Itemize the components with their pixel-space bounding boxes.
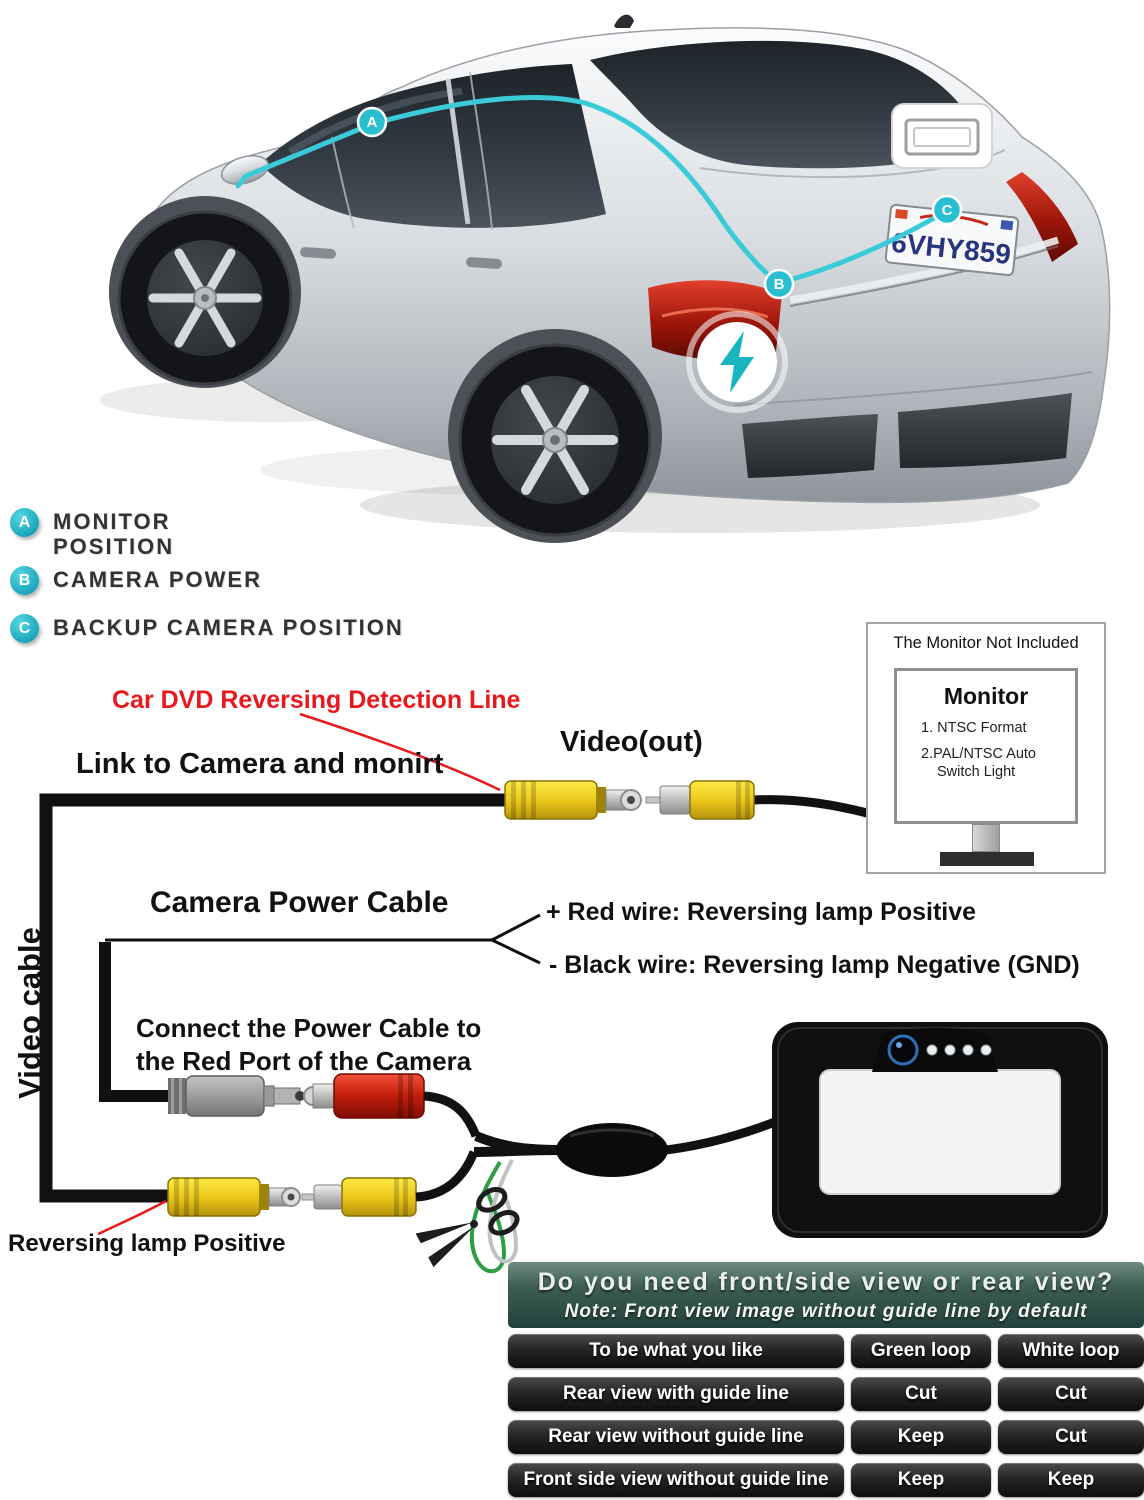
marker-b: B [763, 268, 795, 300]
monitor-screen: Monitor 1. NTSC Format 2.PAL/NTSC Auto S… [894, 668, 1078, 824]
bottom-male-rca-connector [301, 1177, 417, 1217]
camera-led-lights [926, 1044, 992, 1056]
plate-frame-icon [904, 118, 980, 156]
link-to-camera-label: Link to Camera and monirt [76, 748, 444, 780]
chrome-trim [789, 236, 1060, 304]
car-photo: 6VHY859 [100, 14, 1111, 543]
license-plate-frame-camera [772, 1022, 1108, 1238]
table-cell: Rear view with guide line [508, 1377, 844, 1411]
bumper-insert-right [898, 393, 1072, 468]
cyan-routing-cable [235, 95, 946, 286]
lightning-bolt-icon [720, 331, 754, 393]
white-loop-wire [487, 1159, 519, 1264]
legend-c-label: BACKUP CAMERA POSITION [53, 615, 404, 640]
green-loop-wire [469, 1160, 507, 1274]
table-cell: Keep [998, 1463, 1144, 1497]
legend-item-monitor-position: A MONITOR POSITION [10, 508, 174, 559]
door-handle-rear [466, 257, 502, 269]
tail-light-right [1006, 172, 1078, 262]
legend-c-badge: C [10, 614, 39, 643]
table-cell: Cut [998, 1377, 1144, 1411]
table-cell: Keep [851, 1463, 991, 1497]
monitor-stand-neck [972, 824, 1000, 852]
side-windows [260, 64, 606, 228]
monitor-spec-2b: Switch Light [937, 764, 1016, 780]
scissors-icon [415, 1187, 520, 1268]
detection-line-label: Car DVD Reversing Detection Line [112, 686, 521, 714]
monitor-spec-1: 1. NTSC Format [921, 720, 1027, 736]
marker-b-letter: B [774, 276, 785, 293]
connect-power-cable-label: Connect the Power Cable to the Red Port … [136, 1012, 481, 1078]
marker-a-letter: A [367, 114, 378, 131]
bottom-female-rca-connector [167, 1177, 301, 1217]
monitor-not-included-note: The Monitor Not Included [893, 634, 1079, 652]
reversing-lamp-label: Reversing lamp Positive [8, 1230, 286, 1257]
video-out-female-rca-connector [504, 780, 642, 820]
legend-item-camera-power: B CAMERA POWER [10, 566, 262, 595]
rear-window-roof-glass [590, 40, 978, 169]
marker-a: A [356, 106, 388, 138]
table-cell: Keep [851, 1420, 991, 1454]
legend-a-badge: A [10, 508, 39, 537]
video-out-male-rca-connector [645, 780, 755, 820]
red-power-connector [303, 1073, 425, 1119]
lightning-badge [686, 311, 788, 413]
side-mirror [220, 155, 270, 185]
legend-b-label: CAMERA POWER [53, 567, 262, 592]
connect-label-line1: Connect the Power Cable to [136, 1013, 482, 1043]
table-title: Do you need front/side view or rear view… [537, 1267, 1115, 1296]
legend-a-label: MONITOR POSITION [53, 509, 174, 559]
shark-fin-antenna [614, 14, 634, 28]
ferrite-bead [556, 1123, 668, 1177]
table-cell: To be what you like [508, 1334, 844, 1368]
power-split-lines [105, 913, 541, 965]
monitor-title: Monitor [943, 683, 1029, 709]
door-handle-front [300, 247, 336, 259]
connect-label-line2: the Red Port of the Camera [136, 1046, 472, 1076]
plate-frame-badge [891, 103, 993, 169]
bumper-insert-left [742, 414, 878, 478]
black-wire-label: - Black wire: Reversing lamp Negative (G… [549, 951, 1080, 979]
table-cell: Rear view without guide line [508, 1420, 844, 1454]
video-cable-label: Video cable [12, 927, 47, 1099]
table-cell: Cut [851, 1377, 991, 1411]
table-cell: White loop [998, 1334, 1144, 1368]
table-cell: Green loop [851, 1334, 991, 1368]
camera-lens-icon [887, 1034, 919, 1066]
red-wire-label: + Red wire: Reversing lamp Positive [546, 898, 977, 926]
table-header: Do you need front/side view or rear view… [508, 1262, 1144, 1328]
camera-power-cable-label: Camera Power Cable [150, 886, 449, 919]
legend-a-line2: POSITION [53, 534, 175, 559]
table-note: Note: Front view image without guide lin… [564, 1300, 1088, 1322]
monitor-stand-base [940, 852, 1034, 866]
monitor-cable [753, 795, 869, 818]
wheel-rear [458, 343, 652, 537]
marker-c: C [931, 194, 963, 226]
power-connector-cable [423, 1091, 481, 1138]
dc-power-connector [168, 1075, 305, 1117]
cable-bundle [473, 1056, 895, 1157]
camera-housing [872, 1028, 998, 1072]
legend-a-line1: MONITOR [53, 509, 171, 534]
license-plate: 6VHY859 [884, 203, 1020, 277]
monitor-box: The Monitor Not Included Monitor 1. NTSC… [866, 622, 1106, 874]
table-cell: Front side view without guide line [508, 1463, 844, 1497]
loop-option-table: To be what you like Green loop White loo… [508, 1334, 1144, 1497]
marker-c-letter: C [942, 202, 953, 219]
video-cable-line [39, 793, 505, 1203]
rca-cable [415, 1150, 479, 1202]
wheel-front [117, 210, 293, 386]
legend-b-badge: B [10, 566, 39, 595]
legend-item-backup-camera-position: C BACKUP CAMERA POSITION [10, 614, 404, 643]
video-out-label: Video(out) [560, 726, 703, 758]
table-cell: Cut [998, 1420, 1144, 1454]
monitor-spec-2: 2.PAL/NTSC Auto [921, 746, 1036, 762]
